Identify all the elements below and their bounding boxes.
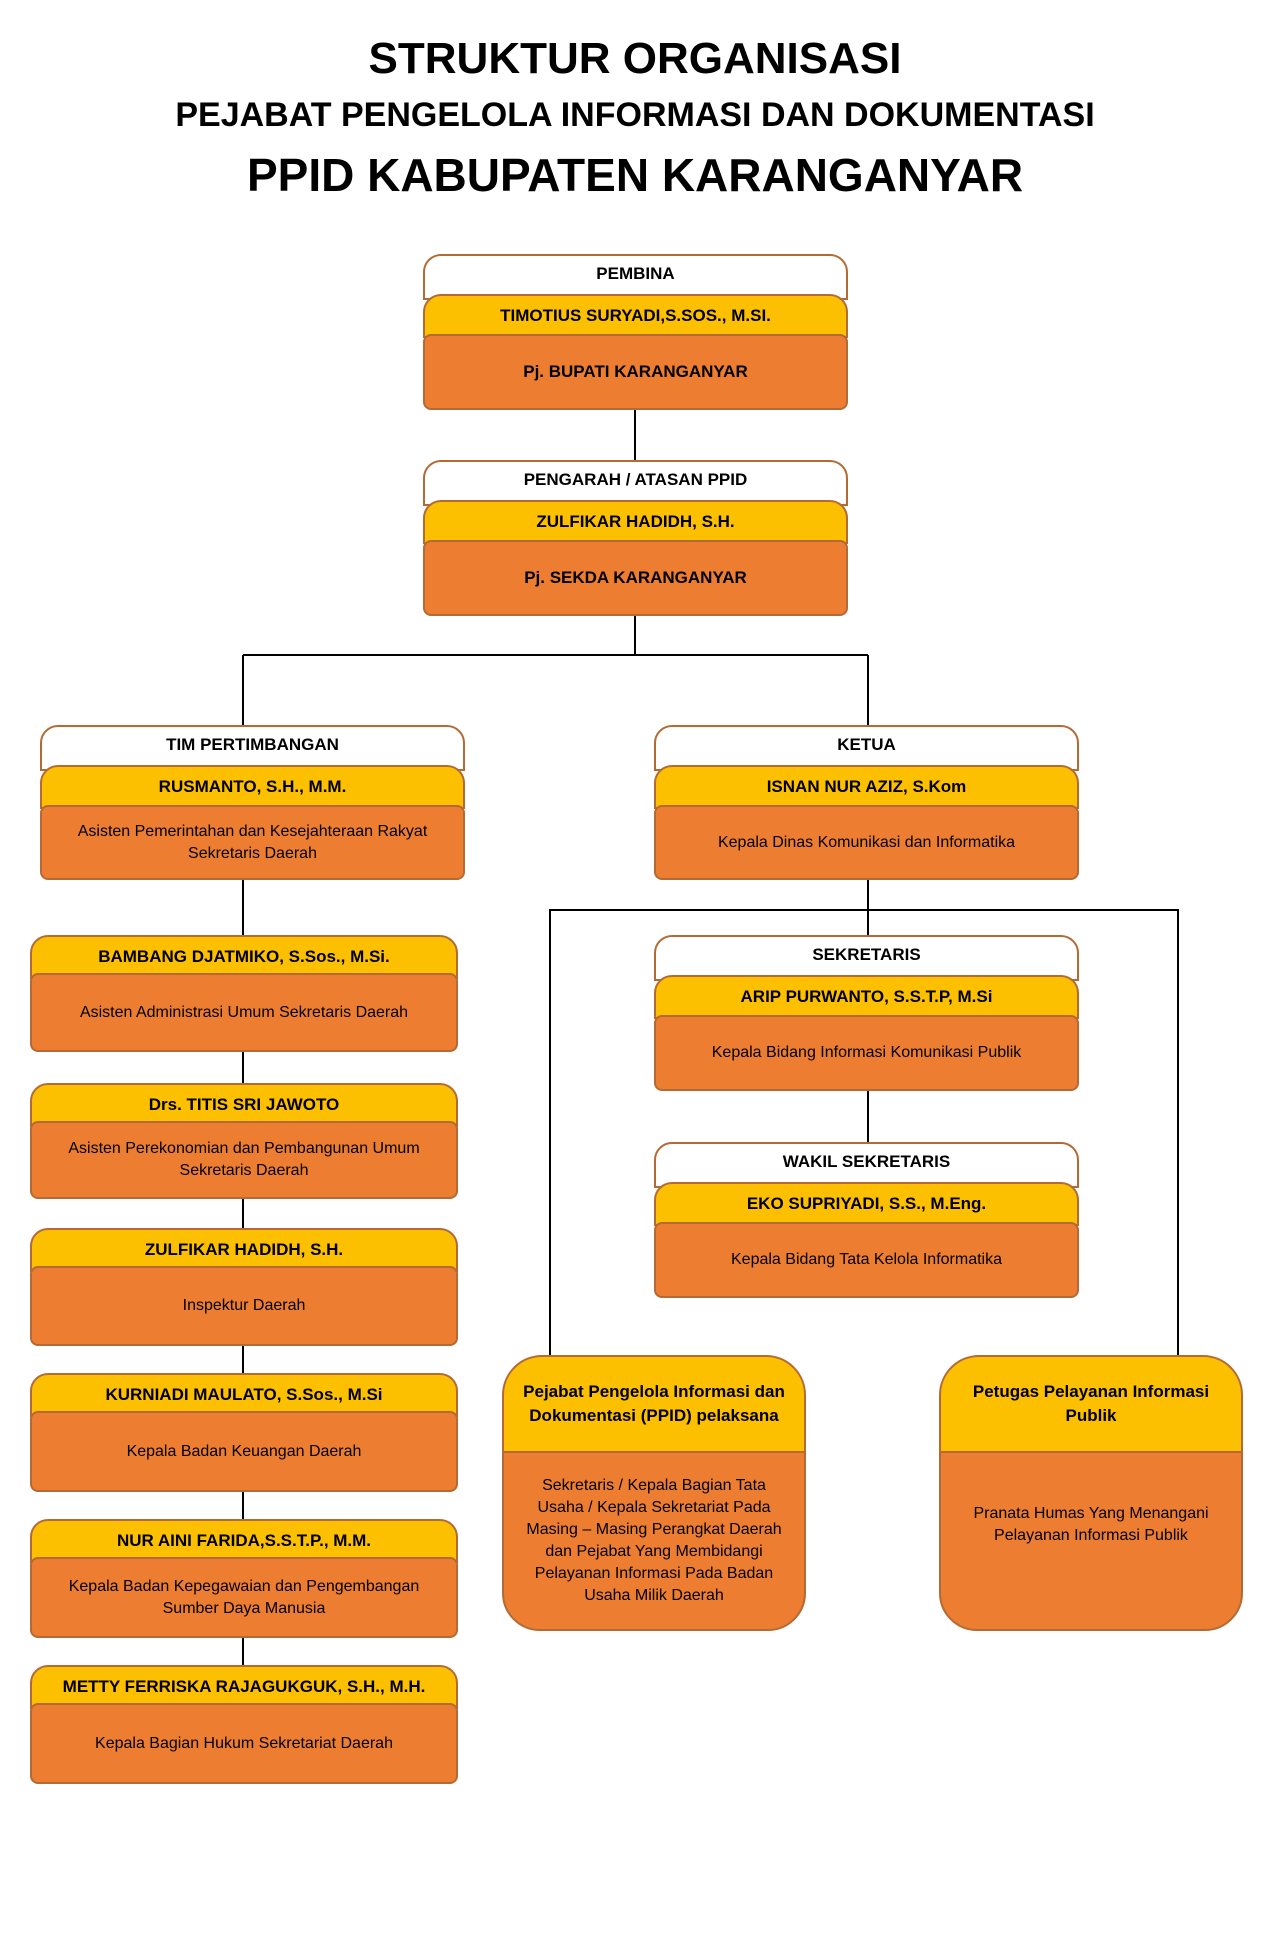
ppid-pelaksana-box: Pejabat Pengelola Informasi dan Dokument… — [502, 1355, 806, 1631]
tim-pertimbangan-name: RUSMANTO, S.H., M.M. — [40, 765, 465, 809]
wakil-sekretaris-role: WAKIL SEKRETARIS — [654, 1142, 1079, 1188]
tim-pertimbangan-position: Asisten Pemerintahan dan Kesejahteraan R… — [40, 805, 465, 880]
member-position: Inspektur Daerah — [30, 1266, 458, 1346]
sekretaris-box: SEKRETARIS ARIP PURWANTO, S.S.T.P, M.Si … — [654, 935, 1079, 1091]
member-box: METTY FERRISKA RAJAGUKGUK, S.H., M.H. Ke… — [30, 1665, 458, 1784]
ketua-position: Kepala Dinas Komunikasi dan Informatika — [654, 805, 1079, 880]
pembina-box: PEMBINA TIMOTIUS SURYADI,S.SOS., M.SI. P… — [423, 254, 848, 410]
member-box: NUR AINI FARIDA,S.S.T.P., M.M. Kepala Ba… — [30, 1519, 458, 1638]
member-name: NUR AINI FARIDA,S.S.T.P., M.M. — [30, 1519, 458, 1563]
pengarah-name: ZULFIKAR HADIDH, S.H. — [423, 500, 848, 544]
title-line-1: STRUKTUR ORGANISASI — [368, 34, 902, 83]
member-position: Asisten Perekonomian dan Pembangunan Umu… — [30, 1121, 458, 1199]
ketua-name: ISNAN NUR AZIZ, S.Kom — [654, 765, 1079, 809]
member-name: ZULFIKAR HADIDH, S.H. — [30, 1228, 458, 1272]
member-box: KURNIADI MAULATO, S.Sos., M.Si Kepala Ba… — [30, 1373, 458, 1492]
ppid-pelaksana-description: Sekretaris / Kepala Bagian Tata Usaha / … — [502, 1451, 806, 1631]
tim-pertimbangan-box: TIM PERTIMBANGAN RUSMANTO, S.H., M.M. As… — [40, 725, 465, 880]
sekretaris-role: SEKRETARIS — [654, 935, 1079, 981]
wakil-sekretaris-box: WAKIL SEKRETARIS EKO SUPRIYADI, S.S., M.… — [654, 1142, 1079, 1298]
member-name: Drs. TITIS SRI JAWOTO — [30, 1083, 458, 1127]
member-position: Kepala Badan Keuangan Daerah — [30, 1411, 458, 1492]
sekretaris-position: Kepala Bidang Informasi Komunikasi Publi… — [654, 1015, 1079, 1091]
member-position: Kepala Bagian Hukum Sekretariat Daerah — [30, 1703, 458, 1784]
member-box: BAMBANG DJATMIKO, S.Sos., M.Si. Asisten … — [30, 935, 458, 1052]
sekretaris-name: ARIP PURWANTO, S.S.T.P, M.Si — [654, 975, 1079, 1019]
member-position: Asisten Administrasi Umum Sekretaris Dae… — [30, 973, 458, 1052]
member-position: Kepala Badan Kepegawaian dan Pengembanga… — [30, 1557, 458, 1638]
pengarah-position: Pj. SEKDA KARANGANYAR — [423, 540, 848, 616]
wakil-sekretaris-position: Kepala Bidang Tata Kelola Informatika — [654, 1222, 1079, 1298]
connector-pengarah-branches — [242, 616, 869, 725]
petugas-pelayanan-title: Petugas Pelayanan Informasi Publik — [939, 1355, 1243, 1459]
member-name: BAMBANG DJATMIKO, S.Sos., M.Si. — [30, 935, 458, 979]
pembina-position: Pj. BUPATI KARANGANYAR — [423, 334, 848, 410]
petugas-pelayanan-box: Petugas Pelayanan Informasi Publik Prana… — [939, 1355, 1243, 1631]
connector-ketua-branches — [549, 880, 1179, 1355]
title-line-2: PEJABAT PENGELOLA INFORMASI DAN DOKUMENT… — [175, 96, 1095, 134]
member-box: Drs. TITIS SRI JAWOTO Asisten Perekonomi… — [30, 1083, 458, 1199]
member-box: ZULFIKAR HADIDH, S.H. Inspektur Daerah — [30, 1228, 458, 1346]
ketua-box: KETUA ISNAN NUR AZIZ, S.Kom Kepala Dinas… — [654, 725, 1079, 880]
petugas-pelayanan-description: Pranata Humas Yang Menangani Pelayanan I… — [939, 1451, 1243, 1631]
pembina-role: PEMBINA — [423, 254, 848, 300]
wakil-sekretaris-name: EKO SUPRIYADI, S.S., M.Eng. — [654, 1182, 1079, 1226]
title-line-3: PPID KABUPATEN KARANGANYAR — [246, 149, 1024, 201]
pembina-name: TIMOTIUS SURYADI,S.SOS., M.SI. — [423, 294, 848, 338]
pengarah-box: PENGARAH / ATASAN PPID ZULFIKAR HADIDH, … — [423, 460, 848, 616]
ppid-pelaksana-title: Pejabat Pengelola Informasi dan Dokument… — [502, 1355, 806, 1459]
